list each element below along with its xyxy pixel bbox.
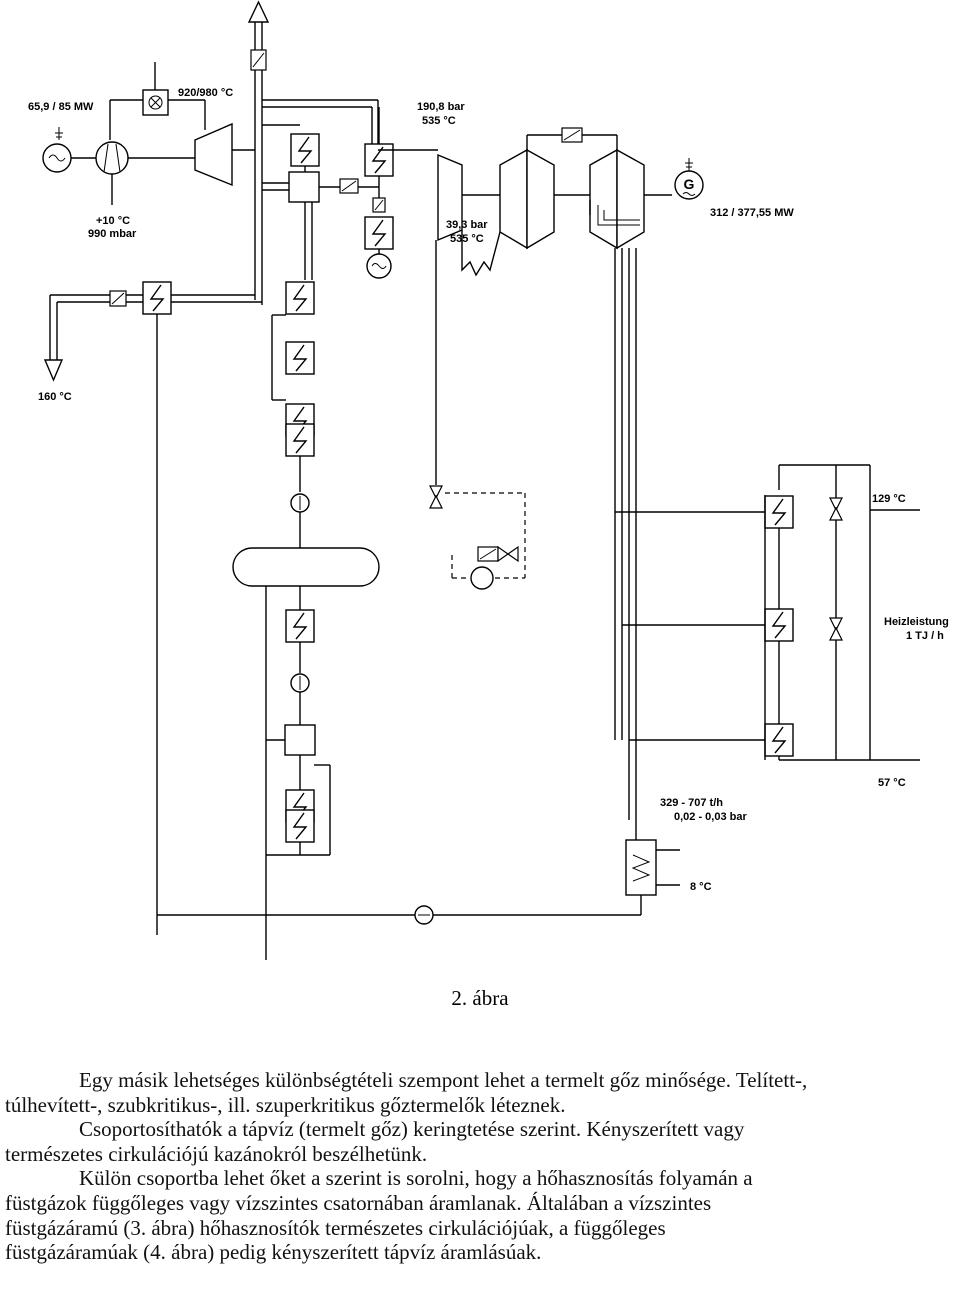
exhaust-hx <box>142 281 172 935</box>
label-ip-steam-temp: 535 °C <box>450 233 484 245</box>
label-district-return-temp: 57 °C <box>878 777 906 789</box>
label-heat-output-value: 1 TJ / h <box>906 630 944 642</box>
condenser-icon <box>625 839 680 915</box>
body-text: Egy másik lehetséges különbségtételi sze… <box>5 1068 957 1265</box>
combustor-icon <box>142 89 169 116</box>
label-condenser-pressure: 0,02 - 0,03 bar <box>674 811 747 823</box>
svg-text:G: G <box>684 176 695 192</box>
feedwater-return <box>157 905 641 925</box>
district-heating-group <box>615 464 920 761</box>
power-plant-schematic: G <box>28 0 949 960</box>
label-hp-steam-pressure: 190,8 bar <box>417 101 465 113</box>
paragraph-3-line-1: Külön csoportba lehet őket a szerint is … <box>79 1166 753 1191</box>
label-steam-turbine-power: 312 / 377,55 MW <box>710 207 794 219</box>
gas-generator-icon <box>42 127 96 173</box>
bypass-dashed <box>429 240 526 590</box>
steam-turbine-group <box>378 127 672 840</box>
fuel-line <box>109 62 206 140</box>
label-gas-turbine-power: 65,9 / 85 MW <box>28 101 94 113</box>
gas-turbine-icon <box>194 122 255 187</box>
label-gas-turbine-temp: 920/980 °C <box>178 87 233 99</box>
figure-caption: 2. ábra <box>451 986 509 1010</box>
generator-icon: G <box>674 158 704 200</box>
upper-hx-group <box>262 107 394 280</box>
label-ip-steam-pressure: 39,3 bar <box>446 219 488 231</box>
label-cooling-flow: 329 - 707 t/h <box>660 797 723 809</box>
label-cooling-water-temp: 8 °C <box>690 881 712 893</box>
paragraph-1-line-1: Egy másik lehetséges különbségtételi sze… <box>79 1068 808 1092</box>
compressor-icon <box>95 141 195 205</box>
label-heat-output-title: Heizleistung <box>884 616 949 628</box>
paragraph-3-line-3: füstgázáramú (3. ábra) hőhasznosítók ter… <box>5 1215 666 1240</box>
label-ambient-temp: +10 °C <box>96 215 130 227</box>
label-ambient-pressure: 990 mbar <box>88 228 137 240</box>
label-hp-steam-temp: 535 °C <box>422 115 456 127</box>
paragraph-2-line-1: Csoportosíthatók a tápvíz (termelt gőz) … <box>79 1117 745 1142</box>
label-exhaust-temp: 160 °C <box>38 391 72 403</box>
paragraph-3-line-4: füstgázáramúak (4. ábra) pedig kényszerí… <box>5 1240 542 1265</box>
exhaust-stack <box>247 0 270 165</box>
paragraph-1-line-2: túlhevített-, szubkritikus-, ill. szuper… <box>5 1092 566 1117</box>
paragraph-2-line-2: természetes cirkulációjú kazánokról besz… <box>5 1141 428 1166</box>
paragraph-3-line-2: füstgázok függőleges vagy vízszintes csa… <box>5 1190 712 1215</box>
label-district-supply-temp: 129 °C <box>872 493 906 505</box>
hrsg-column <box>232 281 380 960</box>
